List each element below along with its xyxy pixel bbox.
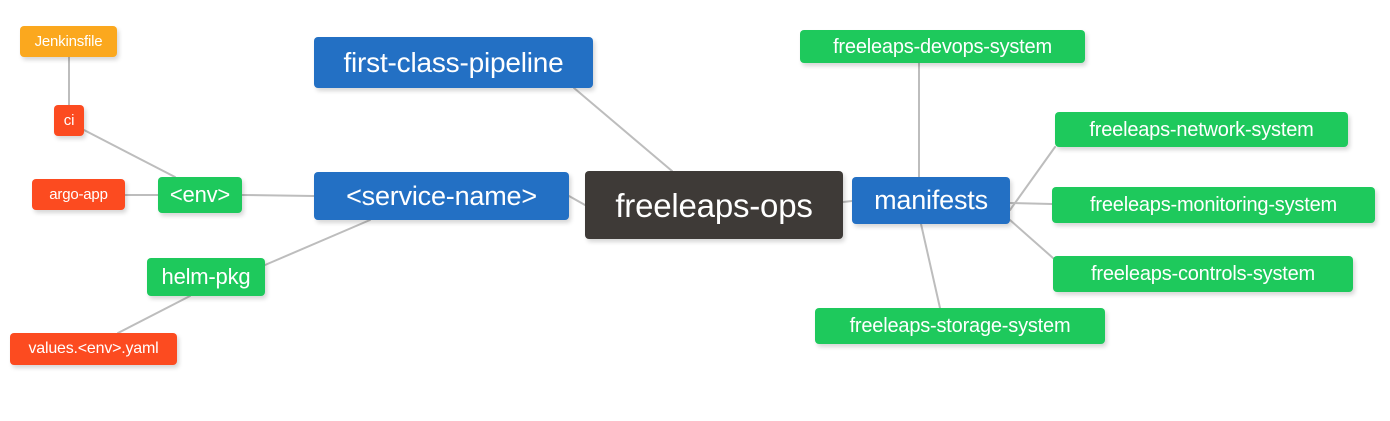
mindmap-node-argo-app[interactable]: argo-app [32, 179, 125, 210]
mindmap-node-label: helm-pkg [161, 264, 251, 289]
mindmap-node-manifests[interactable]: manifests [852, 177, 1010, 224]
mindmap-node-freeleaps-devops-system[interactable]: freeleaps-devops-system [800, 30, 1085, 63]
mindmap-node-label: argo-app [49, 186, 108, 203]
mindmap-node-env[interactable]: <env> [158, 177, 242, 213]
mindmap-node-freeleaps-monitoring-system[interactable]: freeleaps-monitoring-system [1052, 187, 1375, 223]
mindmap-node-label: freeleaps-monitoring-system [1090, 194, 1337, 216]
mindmap-node-freeleaps-ops[interactable]: freeleaps-ops [585, 171, 843, 239]
mindmap-node-label: values.<env>.yaml [28, 340, 159, 357]
mindmap-node-label: freeleaps-ops [615, 186, 813, 224]
edge-freeleaps-ops-to-service-name [568, 195, 586, 206]
mindmap-node-label: Jenkinsfile [34, 33, 103, 50]
mindmap-node-label: freeleaps-network-system [1089, 118, 1314, 141]
mindmap-node-helm-pkg[interactable]: helm-pkg [147, 258, 265, 296]
mindmap-node-values-env-yaml[interactable]: values.<env>.yaml [10, 333, 177, 365]
edge-freeleaps-ops-to-manifests [842, 200, 853, 203]
mindmap-node-label: freeleaps-devops-system [833, 35, 1052, 58]
mindmap-node-freeleaps-network-system[interactable]: freeleaps-network-system [1055, 112, 1348, 147]
mindmap-node-label: ci [63, 112, 75, 129]
mindmap-node-label: <service-name> [346, 180, 537, 211]
edge-manifests-to-freeleaps-monitoring-system [1009, 202, 1053, 205]
mindmap-node-jenkinsfile[interactable]: Jenkinsfile [20, 26, 117, 57]
edge-manifests-to-freeleaps-controls-system [1009, 219, 1054, 259]
edge-manifests-to-freeleaps-storage-system [920, 223, 941, 309]
mindmap-node-label: freeleaps-storage-system [849, 315, 1071, 337]
edge-helm-pkg-to-values-env-yaml [117, 295, 191, 334]
mindmap-node-label: <env> [169, 182, 231, 207]
edge-manifests-to-freeleaps-network-system [1009, 146, 1056, 211]
mindmap-node-freeleaps-storage-system[interactable]: freeleaps-storage-system [815, 308, 1105, 344]
edge-service-name-to-helm-pkg [264, 219, 371, 266]
mindmap-node-ci[interactable]: ci [54, 105, 84, 136]
mindmap-node-label: first-class-pipeline [343, 46, 564, 78]
mindmap-node-label: manifests [874, 185, 988, 215]
mindmap-node-freeleaps-controls-system[interactable]: freeleaps-controls-system [1053, 256, 1353, 292]
edge-freeleaps-ops-to-first-class-pipeline [573, 87, 673, 172]
edge-service-name-to-env [241, 194, 315, 197]
mindmap-node-service-name[interactable]: <service-name> [314, 172, 569, 220]
edge-env-to-ci [83, 129, 176, 178]
mindmap-node-label: freeleaps-controls-system [1091, 263, 1315, 285]
mindmap-node-first-class-pipeline[interactable]: first-class-pipeline [314, 37, 593, 88]
